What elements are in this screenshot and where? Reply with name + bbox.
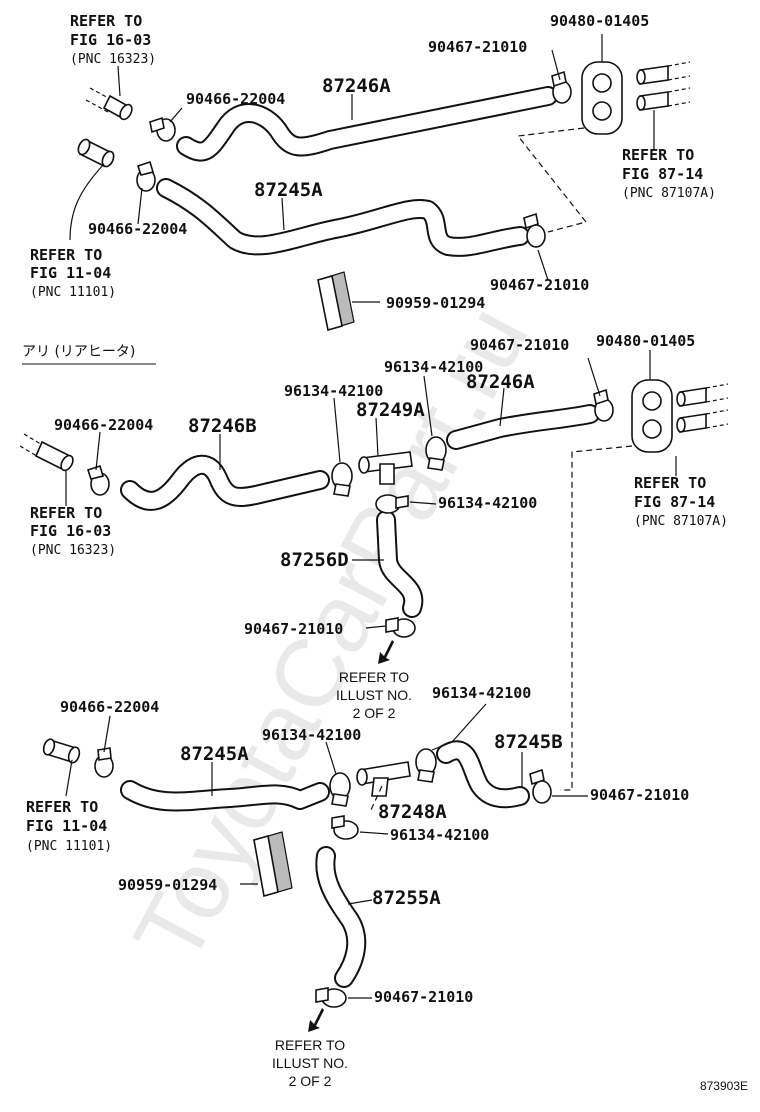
refer-fig16-top-line1: REFER TO	[70, 12, 142, 30]
arrow-down-icon-2	[308, 1008, 324, 1032]
clamp-96134-42100-d	[415, 748, 437, 783]
hose-87246B	[120, 454, 330, 511]
label-87246A-mid: 87246A	[466, 371, 535, 393]
refer-fig11-top-line3: (PNC 11101)	[30, 285, 116, 300]
label-96134-42100-c: 96134-42100	[438, 494, 537, 512]
refer-fig16-mid-line1: REFER TO	[30, 504, 102, 522]
label-90480-01405-top: 90480-01405	[550, 12, 649, 30]
pipe-stub-fig16-top	[85, 87, 133, 121]
clamp-96134-42100-f	[331, 815, 359, 840]
pipe-stubs-fig87-mid	[676, 383, 729, 433]
refer-illust-bot-line1: REFER TO	[275, 1037, 345, 1053]
refer-fig16-mid-line2: FIG 16-03	[30, 522, 111, 540]
refer-fig87-top-line1: REFER TO	[622, 146, 694, 164]
clamp-90467-21010-c	[593, 388, 614, 422]
label-96134-42100-b: 96134-42100	[384, 358, 483, 376]
pipe-stub-fig16-mid	[19, 433, 74, 472]
refer-fig16-mid-line3: (PNC 16323)	[30, 543, 116, 558]
refer-fig11-top-line2: FIG 11-04	[30, 264, 111, 282]
clamp-96134-42100-a	[331, 462, 353, 497]
label-90959-01294-top: 90959-01294	[386, 294, 485, 312]
label-90467-21010-d: 90467-21010	[244, 620, 343, 638]
refer-illust-mid-line1: REFER TO	[339, 669, 409, 685]
label-90959-01294-bot: 90959-01294	[118, 876, 217, 894]
clamp-90467-21010-e	[529, 768, 552, 804]
refer-illust-mid-line3: 2 OF 2	[353, 705, 396, 721]
clamp-96134-42100-b	[425, 436, 447, 471]
clamp-90466-22004-c	[86, 464, 110, 496]
hose-87245B	[436, 740, 530, 809]
pipe-stub-fig11-top	[77, 138, 115, 168]
refer-fig11-top-line1: REFER TO	[30, 246, 102, 264]
refer-fig87-top-line2: FIG 87-14	[622, 165, 703, 183]
label-87255A: 87255A	[372, 887, 441, 909]
label-90467-21010-c: 90467-21010	[470, 336, 569, 354]
label-90467-21010-b: 90467-21010	[490, 276, 589, 294]
refer-illust-bot-line2: ILLUST NO.	[272, 1055, 348, 1071]
clamp-90466-22004-d	[94, 747, 114, 778]
hose-87246A-mid	[446, 404, 600, 450]
label-90466-22004-c: 90466-22004	[54, 416, 153, 434]
label-87245A-top: 87245A	[254, 179, 323, 201]
label-87248A: 87248A	[378, 801, 447, 823]
hose-87246A-top	[176, 86, 558, 162]
cover-90959-01294-bot	[253, 831, 293, 898]
diagram-code: 873903E	[700, 1079, 748, 1093]
refer-fig11-bot-line1: REFER TO	[26, 798, 98, 816]
joint-87248A	[356, 761, 411, 797]
clamp-90467-21010-b	[523, 212, 546, 248]
grommet-90480-01405-top	[581, 61, 623, 135]
refer-fig87-mid-line2: FIG 87-14	[634, 493, 715, 511]
refer-fig87-mid-line3: (PNC 87107A)	[634, 514, 728, 529]
clamp-90466-22004-b	[136, 160, 156, 192]
label-87246B: 87246B	[188, 415, 257, 437]
section-title: アリ (リアヒータ)	[22, 344, 135, 360]
clamp-90467-21010-f	[315, 987, 347, 1008]
refer-illust-bot-line3: 2 OF 2	[289, 1073, 332, 1089]
grommet-90480-01405-mid	[631, 379, 673, 453]
hose-87255A	[315, 846, 367, 988]
label-96134-42100-f: 96134-42100	[390, 826, 489, 844]
clamp-90467-21010-d	[385, 617, 416, 638]
refer-fig11-bot-line2: FIG 11-04	[26, 817, 107, 835]
label-87246A-top: 87246A	[322, 75, 391, 97]
pipe-stub-fig11-bot	[42, 738, 81, 764]
label-87256D: 87256D	[280, 549, 349, 571]
label-90467-21010-a: 90467-21010	[428, 38, 527, 56]
pipe-stubs-fig87-top	[636, 61, 691, 111]
refer-fig87-top-line3: (PNC 87107A)	[622, 186, 716, 201]
label-96134-42100-a: 96134-42100	[284, 382, 383, 400]
label-87245A-bot: 87245A	[180, 743, 249, 765]
refer-fig16-top-line3: (PNC 16323)	[70, 52, 156, 67]
hose-87245A-top	[156, 178, 530, 257]
arrow-down-icon	[378, 640, 394, 664]
label-96134-42100-d: 96134-42100	[432, 684, 531, 702]
hose-87245A-bot	[120, 780, 330, 812]
refer-fig87-mid-line1: REFER TO	[634, 474, 706, 492]
label-87245B: 87245B	[494, 731, 563, 753]
refer-fig16-top-line2: FIG 16-03	[70, 31, 151, 49]
label-90480-01405-mid: 90480-01405	[596, 332, 695, 350]
refer-fig11-bot-line3: (PNC 11101)	[26, 839, 112, 854]
label-90467-21010-f: 90467-21010	[374, 988, 473, 1006]
label-90466-22004-b: 90466-22004	[88, 220, 187, 238]
label-90466-22004-d: 90466-22004	[60, 698, 159, 716]
hose-87256D	[376, 510, 424, 618]
clamp-96134-42100-e	[329, 772, 351, 807]
clamp-96134-42100-c	[375, 494, 409, 514]
clamp-90467-21010-a	[551, 70, 572, 104]
refer-illust-mid-line2: ILLUST NO.	[336, 687, 412, 703]
label-90466-22004-a: 90466-22004	[186, 90, 285, 108]
cover-90959-01294-top	[317, 271, 355, 332]
label-90467-21010-e: 90467-21010	[590, 786, 689, 804]
label-87249A: 87249A	[356, 399, 425, 421]
joint-87249A	[358, 451, 413, 485]
clamp-90466-22004-a	[149, 116, 176, 142]
label-96134-42100-e: 96134-42100	[262, 726, 361, 744]
